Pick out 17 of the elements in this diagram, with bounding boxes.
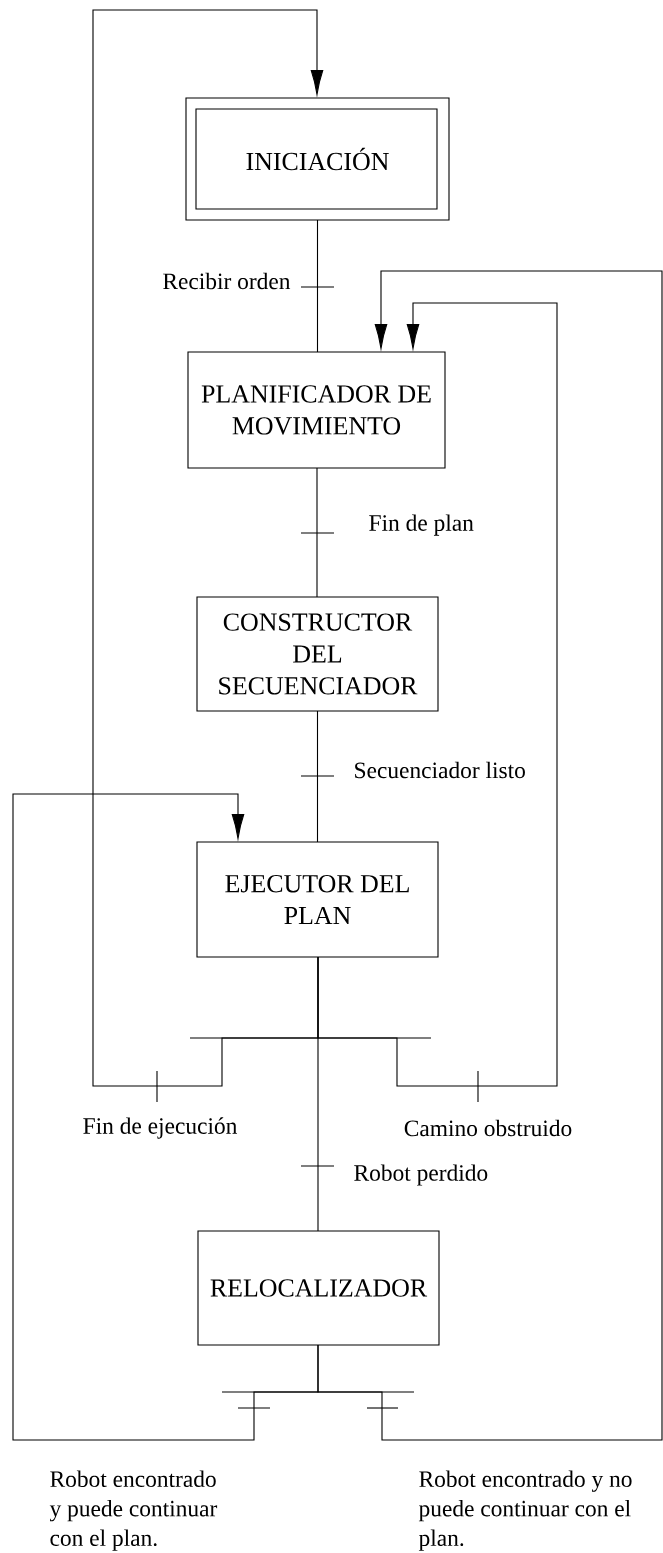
edge-label: Secuenciador listo bbox=[355, 761, 525, 779]
edge-label: Camino obstruido bbox=[404, 1119, 572, 1137]
step-box: PLANIFICADOR DE MOVIMIENTO bbox=[187, 351, 446, 469]
step-box: EJECUTOR DEL PLAN bbox=[196, 841, 439, 958]
edge-label: Robot encontrado y no puede continuar con el plan. bbox=[418, 1470, 632, 1551]
initial-step-box: INICIACIÓN bbox=[185, 97, 450, 221]
arrow bbox=[92, 9, 324, 1087]
step-box: CONSTRUCTOR DEL SECUENCIADOR bbox=[196, 596, 439, 712]
step-box: RELOCALIZADOR bbox=[197, 1230, 440, 1346]
arrow bbox=[317, 302, 558, 1087]
arrow bbox=[12, 793, 319, 1441]
edge-label: Recibir orden bbox=[163, 272, 291, 290]
edge-label: Fin de plan bbox=[369, 514, 474, 536]
arrow bbox=[317, 270, 663, 1441]
edge-label: Fin de ejecución bbox=[83, 1117, 238, 1139]
edge-label: Robot encontrado y puede continuar con el plan. bbox=[49, 1470, 218, 1551]
edge-label: Robot perdido bbox=[354, 1164, 488, 1186]
